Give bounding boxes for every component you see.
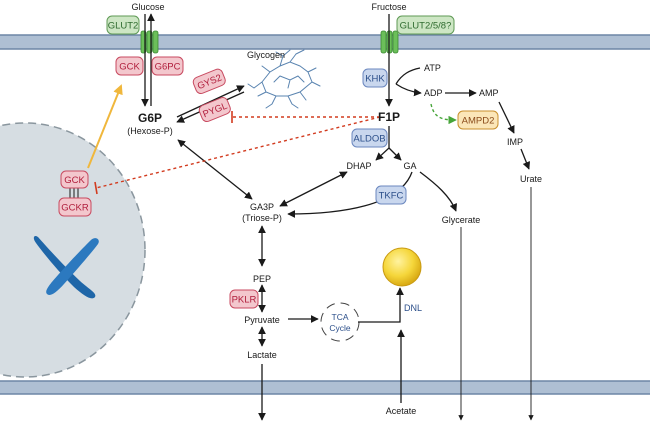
enzyme-ampd2: AMPD2 [457,110,499,130]
enzyme-glut2-5-8: GLUT2/5/8? [396,15,455,35]
enzyme-label: KHK [365,74,385,85]
enzyme-g6pc: G6PC [151,56,184,76]
label-pep: PEP [253,274,271,284]
enzyme-label: G6PC [155,62,181,73]
enzyme-label: GCKR [61,203,89,214]
bottom-membrane [0,380,650,395]
glycogen-granule-icon [247,49,321,109]
label-lactate: Lactate [247,350,277,360]
enzyme-label: GCK [64,175,85,186]
enzyme-label: GCK [119,62,140,73]
metabolite-labels: Glucose Fructose Glycogen G6P (Hexose-P)… [127,2,542,416]
label-amp: AMP [479,88,499,98]
enzyme-pygl: PYGL [198,97,231,123]
glut2-transporter-icon [140,30,159,54]
enzyme-label: GLUT2 [108,21,139,32]
label-imp: IMP [507,137,523,147]
label-acetate: Acetate [386,406,417,416]
label-f1p: F1P [378,110,400,124]
label-urate: Urate [520,174,542,184]
label-triose-p: (Triose-P) [242,213,282,223]
enzyme-aldob: ALDOB [351,128,388,148]
enzyme-gys2: GYS2 [192,68,226,95]
label-dnl: DNL [404,303,422,313]
activation-arrow [430,103,457,125]
gck-gckr-binding [69,188,79,198]
label-hexose-p: (Hexose-P) [127,126,173,136]
label-ga: GA [403,161,416,171]
label-pyruvate: Pyruvate [244,315,280,325]
label-tca: TCA [332,312,349,322]
inhibition-lines [95,116,381,189]
enzyme-gck: GCK [115,56,144,76]
enzyme-label: PKLR [232,295,257,306]
translocation-arrow [87,84,123,169]
inhibition-bars [94,111,233,195]
enzyme-label: ALDOB [353,134,385,145]
chromosome-icon [33,235,99,299]
label-g6p: G6P [138,111,162,125]
label-glucose: Glucose [131,2,164,12]
nucleus [0,122,146,378]
label-adp: ADP [424,88,443,98]
label-atp: ATP [424,63,441,73]
reaction-arrows [141,13,531,421]
label-glycogen: Glycogen [247,50,285,60]
enzyme-gckr: GCKR [58,197,92,217]
enzyme-tkfc: TKFC [375,185,407,205]
tca-cycle-icon [320,302,360,342]
label-dhap: DHAP [346,161,371,171]
enzyme-glut2: GLUT2 [106,15,140,35]
enzyme-label: AMPD2 [462,116,495,127]
label-glycerate: Glycerate [442,215,481,225]
label-cycle: Cycle [329,323,351,333]
label-ga3p: GA3P [250,202,274,212]
enzyme-pklr: PKLR [229,289,259,309]
lipid-droplet-icon [382,247,422,287]
label-fructose: Fructose [371,2,406,12]
enzyme-gck-nucleus: GCK [60,170,89,189]
enzyme-label: TKFC [379,191,404,202]
enzyme-khk: KHK [362,68,388,88]
top-membrane [0,34,650,50]
export-arrows [458,187,534,421]
enzyme-label: GLUT2/5/8? [400,21,452,32]
